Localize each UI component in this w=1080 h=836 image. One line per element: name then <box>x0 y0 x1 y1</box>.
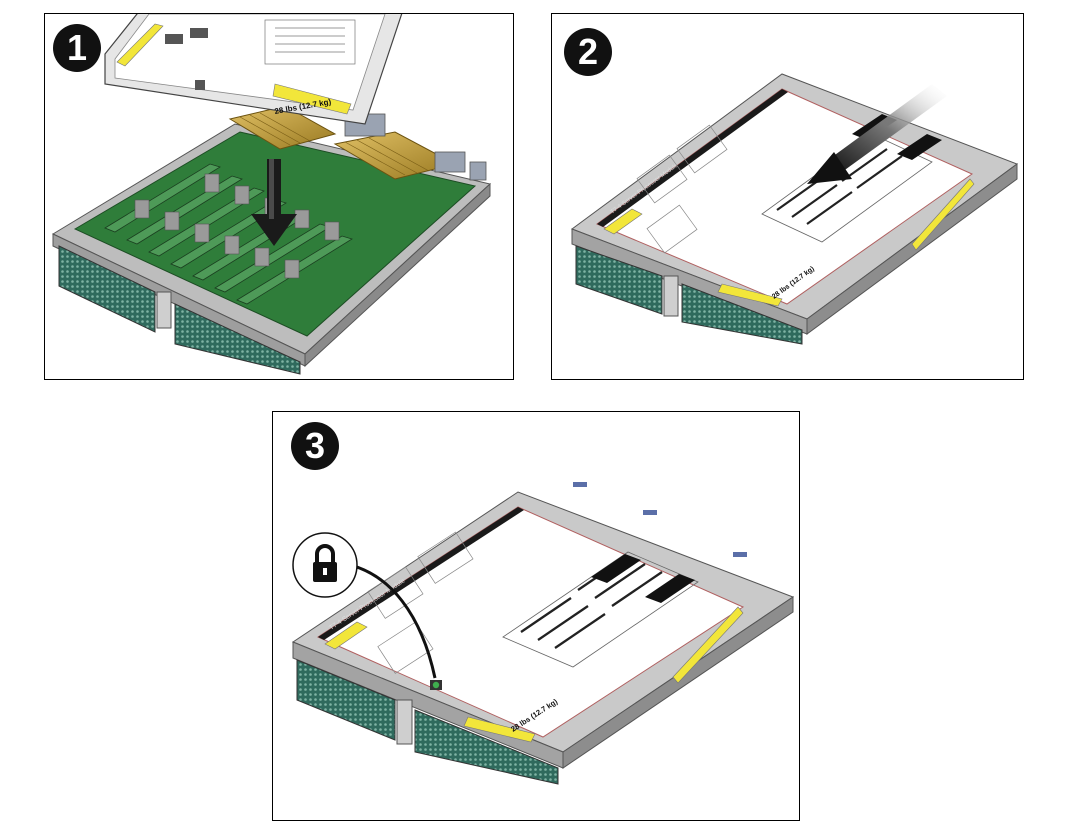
front-vents <box>575 245 803 345</box>
step-1-panel: 28 lbs (12.7 kg) 1 <box>44 13 514 380</box>
step-number-badge: 2 <box>564 28 612 76</box>
front-vents <box>296 659 559 785</box>
step-number-badge: 3 <box>291 422 339 470</box>
step-2-illustration: T7-4 Server Processor Module <box>570 73 1019 345</box>
padlock-icon <box>292 532 358 598</box>
slide-arrow-icon <box>807 84 947 184</box>
step-3-illustration: T7-4 Server Processor Module <box>291 482 795 785</box>
front-vents <box>58 245 301 375</box>
cover-latch <box>430 680 442 690</box>
step-2-panel: T7-4 Server Processor Module <box>551 13 1024 380</box>
cover-label: T7-4 Server Processor Module <box>316 506 745 743</box>
step-3-panel: T7-4 Server Processor Module <box>272 411 800 821</box>
step-number-badge: 1 <box>53 24 101 72</box>
down-arrow-icon <box>251 159 297 246</box>
top-cover: 28 lbs (12.7 kg) <box>104 14 403 125</box>
step-1-illustration: 28 lbs (12.7 kg) <box>51 14 492 375</box>
